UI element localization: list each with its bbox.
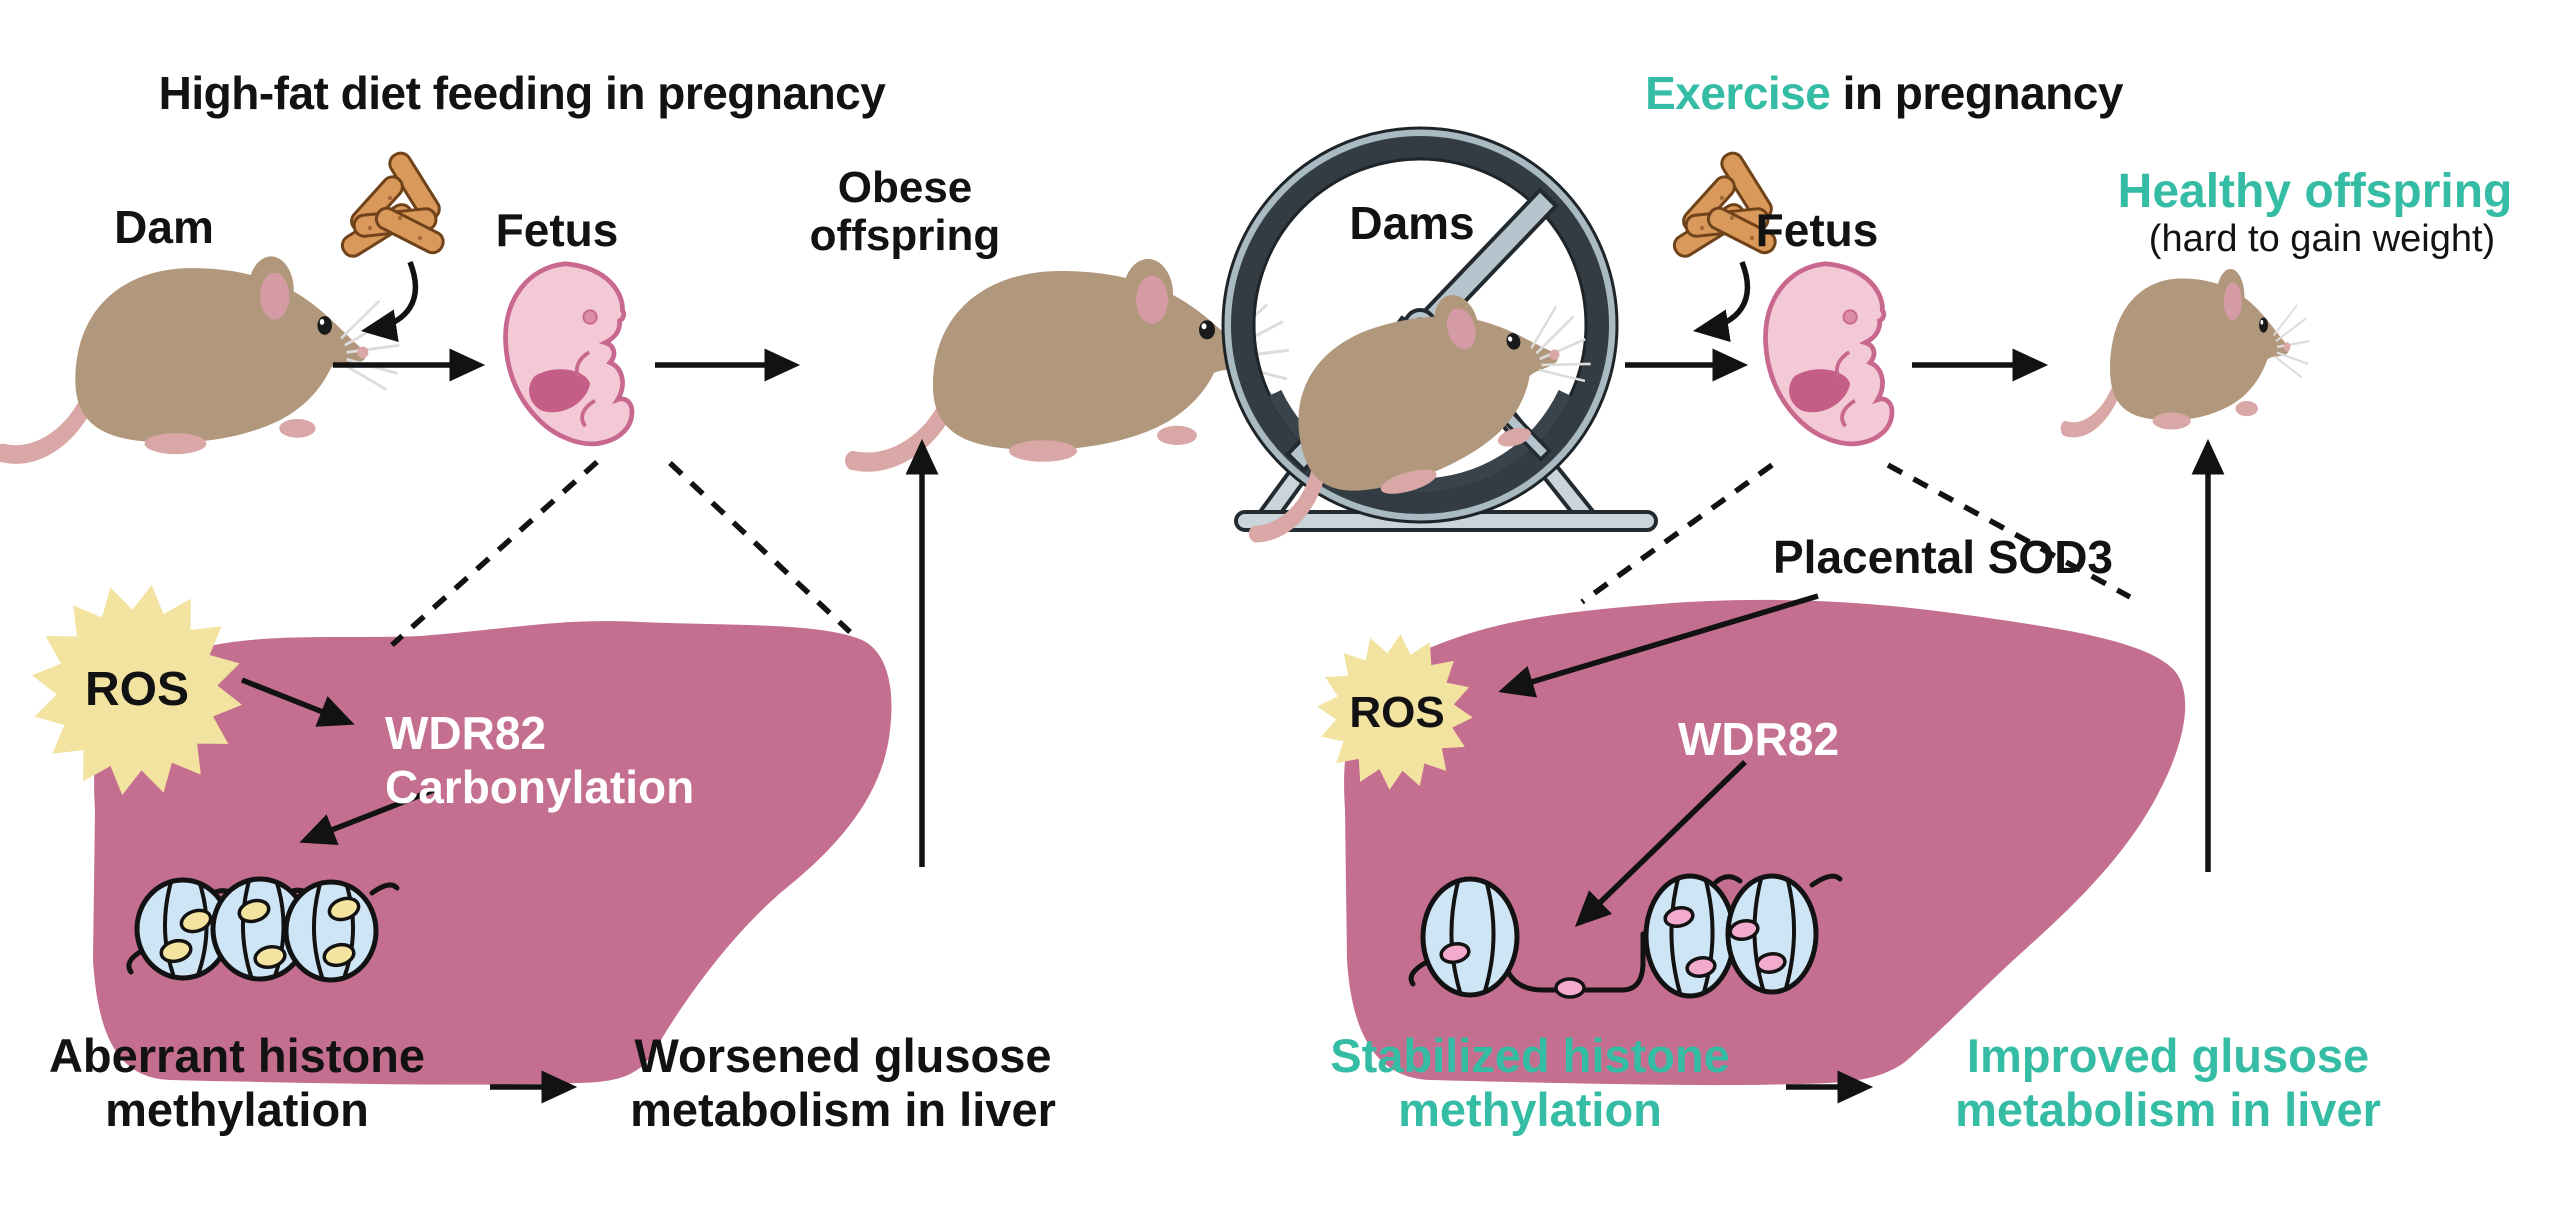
improved-glucose-label-line2: metabolism in liver: [1955, 1083, 2381, 1136]
arrow-pellets-to-dams: [1692, 260, 1751, 343]
arrow-pellets-to-dam: [360, 260, 419, 343]
right-liver-icon: [1344, 599, 2186, 1086]
left-nucleosome-chain-icon: [126, 876, 400, 983]
dashed-line-fetus-liver-right-a: [1580, 462, 1774, 605]
healthy-offspring-subtitle: (hard to gain weight): [2148, 218, 2496, 260]
healthy-offspring-label: Healthy offspring: [2117, 165, 2513, 218]
left-liver-icon: [93, 621, 892, 1085]
right-wdr82-label: WDR82: [1678, 713, 1840, 765]
right-title-rest: in pregnancy: [1830, 67, 2124, 119]
obese-offspring-mouse-icon: [853, 259, 1289, 462]
left-ros-label: ROS: [84, 663, 190, 716]
left-panel-title: High-fat diet feeding in pregnancy: [158, 67, 886, 119]
left-fetus-icon: [506, 264, 632, 444]
aberrant-histone-label-line2: methylation: [105, 1083, 369, 1136]
arrow-carbonylation-to-histones: [299, 787, 436, 845]
right-nucleosome-chain-icon: [1408, 873, 1843, 999]
arrow-sod3-to-ros: [1498, 593, 1819, 698]
worsened-glucose-label-line1: Worsened glusose: [634, 1029, 1052, 1082]
improved-glucose-label-line1: Improved glusose: [1966, 1029, 2370, 1082]
stabilized-histone-label-line2: methylation: [1398, 1083, 1662, 1136]
left-food-pellets-icon: [337, 147, 449, 262]
right-ros-label: ROS: [1349, 688, 1445, 737]
worsened-glucose-label-line2: metabolism in liver: [630, 1083, 1056, 1136]
right-panel-title: Exercise in pregnancy: [1645, 66, 2123, 120]
wdr82-carbonylation-label-line1: WDR82: [385, 707, 547, 759]
dashed-line-fetus-liver-left-a: [390, 459, 599, 648]
obese-offspring-label-line1: Obese: [837, 163, 973, 212]
placental-sod3-label: Placental SOD3: [1772, 531, 2114, 583]
dam-label: Dam: [114, 201, 214, 253]
right-title-highlight: Exercise: [1645, 67, 1831, 119]
stabilized-histone-label-line1: Stabilized histone: [1330, 1029, 1730, 1082]
dashed-line-fetus-liver-left-b: [668, 460, 852, 635]
right-fetus-icon: [1766, 264, 1892, 444]
wdr82-carbonylation-label-line2: Carbonylation: [385, 761, 695, 813]
left-fetus-label: Fetus: [495, 204, 619, 256]
aberrant-histone-label-line1: Aberrant histone: [48, 1029, 426, 1082]
arrow-wdr82-to-linker: [1574, 760, 1747, 927]
healthy-offspring-mouse-icon: [2065, 269, 2309, 430]
obese-offspring-label-line2: offspring: [809, 211, 1001, 260]
arrow-ros-to-wdr82: [240, 677, 355, 727]
dams-label: Dams: [1349, 197, 1475, 249]
right-fetus-label: Fetus: [1755, 204, 1879, 256]
dam-mouse-icon: [3, 256, 400, 454]
